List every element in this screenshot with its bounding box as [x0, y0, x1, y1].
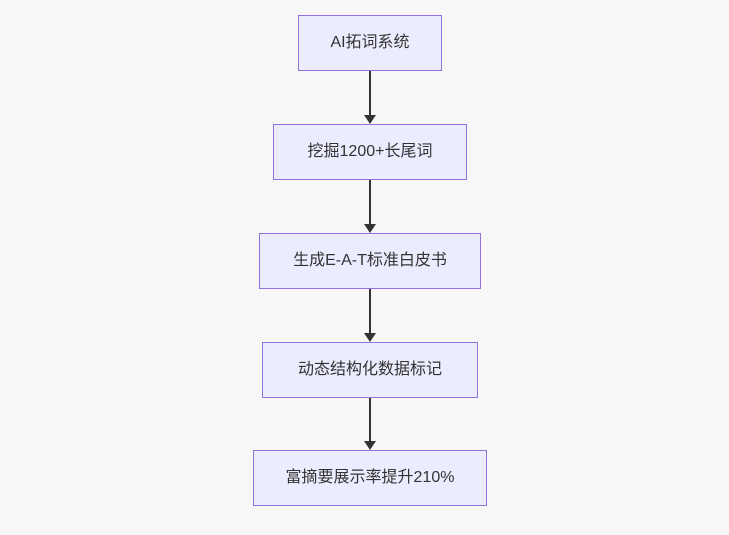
flow-node-1: AI拓词系统: [298, 15, 442, 71]
flow-node-4: 动态结构化数据标记: [262, 342, 478, 398]
flow-arrow-2-3: [363, 180, 377, 233]
arrow-line: [369, 71, 371, 116]
flow-node-5: 富摘要展示率提升210%: [253, 450, 487, 506]
flow-node-5-label: 富摘要展示率提升210%: [285, 469, 455, 486]
flow-arrow-4-5: [363, 398, 377, 450]
flow-node-2-label: 挖掘1200+长尾词: [307, 143, 433, 160]
arrow-line: [369, 180, 371, 225]
arrow-line: [369, 289, 371, 334]
flow-arrow-3-4: [363, 289, 377, 342]
arrow-head-icon: [364, 441, 376, 450]
flow-node-2: 挖掘1200+长尾词: [273, 124, 467, 180]
arrow-head-icon: [364, 224, 376, 233]
flow-node-3-label: 生成E-A-T标准白皮书: [293, 252, 447, 269]
arrow-line: [369, 398, 371, 442]
arrow-head-icon: [364, 115, 376, 124]
flow-node-4-label: 动态结构化数据标记: [297, 361, 442, 378]
flow-node-1-label: AI拓词系统: [330, 34, 410, 51]
flow-node-3: 生成E-A-T标准白皮书: [259, 233, 481, 289]
flow-arrow-1-2: [363, 71, 377, 124]
arrow-head-icon: [364, 333, 376, 342]
